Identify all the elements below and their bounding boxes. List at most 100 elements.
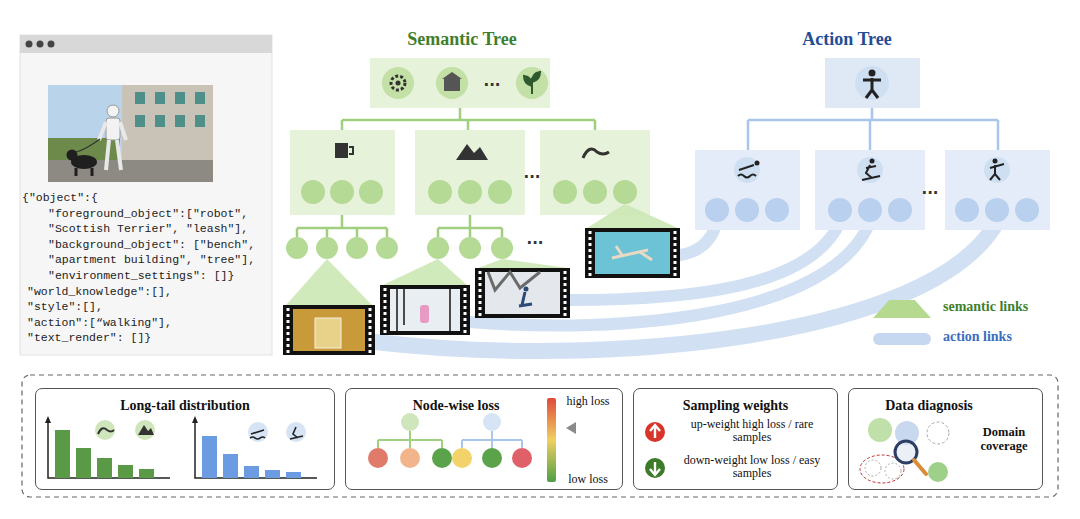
tree-level-box (695, 150, 800, 230)
missing-domain (865, 460, 881, 476)
video-skier (519, 292, 532, 306)
ellipsis: ... (517, 164, 547, 182)
film-holes (384, 288, 387, 333)
domain-circle (895, 421, 919, 445)
analysis-panel: Data diagnosisDomain coverage (848, 388, 1043, 490)
category-icon (95, 420, 115, 440)
video-frame (475, 268, 570, 318)
swimmer-glyph (250, 430, 265, 439)
legend-swatch (873, 333, 931, 345)
panel-title: Node-wise loss (366, 398, 546, 414)
tree-leaf (583, 180, 607, 204)
building-glyph (444, 79, 460, 91)
loss-leaf (452, 448, 472, 468)
browser-bar (20, 35, 272, 53)
video-skier (524, 287, 529, 292)
domain-circle (868, 418, 892, 442)
dog-head (67, 150, 78, 161)
swimmer-glyph (755, 161, 760, 166)
semantic-link (478, 259, 568, 268)
tree-leaf (985, 198, 1009, 222)
robot-limbs (99, 122, 126, 170)
actor-glyph (990, 164, 1004, 180)
analysis-panel: Sampling weightsup-weight high loss / ra… (633, 388, 838, 490)
film-holes (464, 288, 467, 333)
axis-arrow (192, 416, 198, 423)
film-holes (369, 308, 372, 353)
photo-window (195, 115, 205, 127)
skier-glyph (290, 427, 303, 439)
wave-glyph (583, 149, 609, 158)
category-icon (382, 67, 414, 99)
down-weight-icon (645, 458, 665, 478)
wave-glyph (98, 428, 114, 434)
tree-branch (748, 108, 998, 150)
tree-leaf (458, 180, 482, 204)
chart-bar (202, 436, 217, 478)
robot-head (107, 105, 119, 117)
loss-leaf (512, 448, 532, 468)
video-trees (397, 289, 450, 331)
tree-level-box (945, 150, 1050, 230)
tree-leaf (376, 237, 398, 259)
tree-leaf (705, 198, 729, 222)
film-holes (589, 231, 592, 276)
json-line: "action":[“walking"], (27, 315, 172, 331)
window-dot (37, 41, 44, 48)
tree-root-box (370, 58, 550, 108)
legend-item: action links (873, 329, 1073, 349)
video-frame (585, 228, 680, 278)
ellipsis: ... (477, 72, 507, 90)
tree-leaf (488, 180, 512, 204)
video-glass (315, 318, 341, 348)
missing-domain (927, 422, 949, 444)
domain-circle (928, 462, 948, 482)
json-line: "Scottish Terrier", "leash"], (48, 221, 248, 237)
chart-bar (286, 472, 301, 478)
category-icon (734, 157, 760, 183)
video-image (595, 232, 670, 274)
photo-window (175, 92, 185, 104)
legend-text: action links (943, 329, 1012, 345)
gear-glyph (391, 76, 405, 90)
json-line: "world_knowledge":[], (27, 284, 172, 300)
robot-body (106, 118, 120, 140)
tree-branch (378, 431, 442, 448)
browser-window (20, 35, 272, 355)
loss-leaf (400, 448, 420, 468)
photo-window (135, 115, 145, 127)
chart-bar (55, 430, 70, 478)
film-holes (287, 308, 290, 353)
tree-leaf (888, 198, 912, 222)
panel-title: Data diagnosis (849, 398, 1009, 414)
json-line: "apartment building", "tree"], (48, 252, 255, 268)
tree-branch (342, 108, 595, 130)
skier-glyph (862, 165, 880, 180)
tree-leaf (330, 180, 354, 204)
tree-leaf (491, 237, 513, 259)
photo-window (155, 92, 165, 104)
analysis-panel: Node-wise losshigh losslow loss (345, 388, 623, 490)
semantic-link (587, 204, 678, 228)
semantic-link (286, 259, 372, 305)
leash (76, 139, 100, 152)
tree-leaf (359, 180, 383, 204)
tree-branch (462, 431, 522, 448)
chart-bar (265, 470, 280, 478)
category-icon (248, 422, 268, 442)
category-icon (286, 422, 306, 442)
loss-colorbar (547, 398, 556, 482)
panel-text: high loss (558, 395, 618, 408)
tree-leaf (301, 180, 325, 204)
tree-title: Semantic Tree (362, 29, 562, 50)
video-person (420, 305, 429, 323)
tree-leaf (286, 237, 308, 259)
film-holes (479, 271, 482, 316)
chart-bar (76, 448, 91, 478)
dashed-frame (22, 375, 1058, 497)
tree-leaf (858, 198, 882, 222)
chart-axis (48, 420, 170, 478)
chart-bar (97, 458, 112, 478)
tree-leaf (459, 237, 481, 259)
